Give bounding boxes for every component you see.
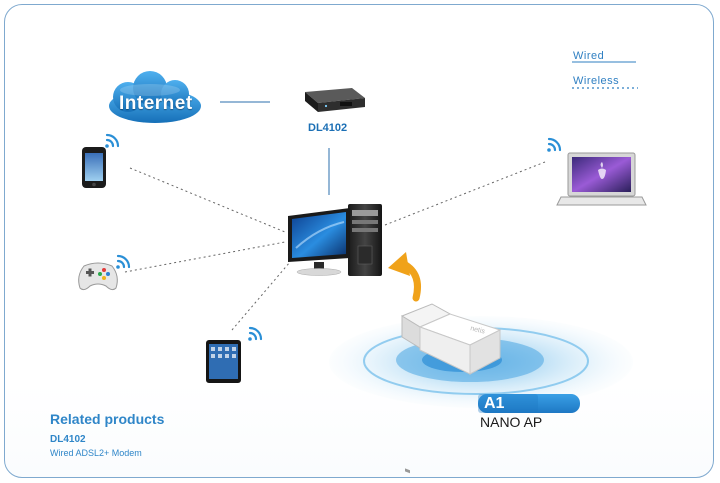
wireless-links — [124, 161, 546, 331]
modem-label: DL4102 — [308, 122, 348, 134]
related-product-desc: Wired ADSL2+ Modem — [50, 448, 142, 458]
legend-wired-label: Wired — [573, 50, 605, 62]
laptop-icon — [556, 152, 647, 206]
legend-wireless-label: Wireless — [573, 75, 620, 87]
tablet-icon — [206, 340, 241, 383]
related-product-name: DL4102 — [50, 434, 86, 445]
svg-text:netis: netis — [470, 325, 487, 335]
product-badge-label: A1 — [484, 395, 505, 412]
smartphone-icon — [82, 147, 106, 188]
wireless-link-phone — [129, 167, 286, 233]
product-subtitle: NANO AP — [480, 414, 543, 430]
wifi-icon — [116, 254, 131, 269]
related-products-title: Related products — [50, 411, 165, 427]
internet-label: Internet — [119, 93, 193, 114]
wireless-link-gamepad — [124, 241, 286, 273]
nano-ap-adapter-icon: netis — [400, 303, 502, 474]
curved-arrow-icon — [388, 252, 421, 302]
wireless-link-tablet — [231, 261, 291, 331]
desktop-computer-icon — [288, 204, 382, 276]
gamepad-icon — [78, 262, 118, 291]
modem-icon — [305, 88, 365, 112]
product-badge — [478, 394, 580, 413]
wifi-icon — [105, 133, 120, 148]
internet-cloud-icon — [109, 71, 201, 123]
wifi-icon — [547, 137, 562, 152]
wireless-link-laptop — [384, 161, 546, 226]
wifi-icon — [248, 326, 263, 341]
